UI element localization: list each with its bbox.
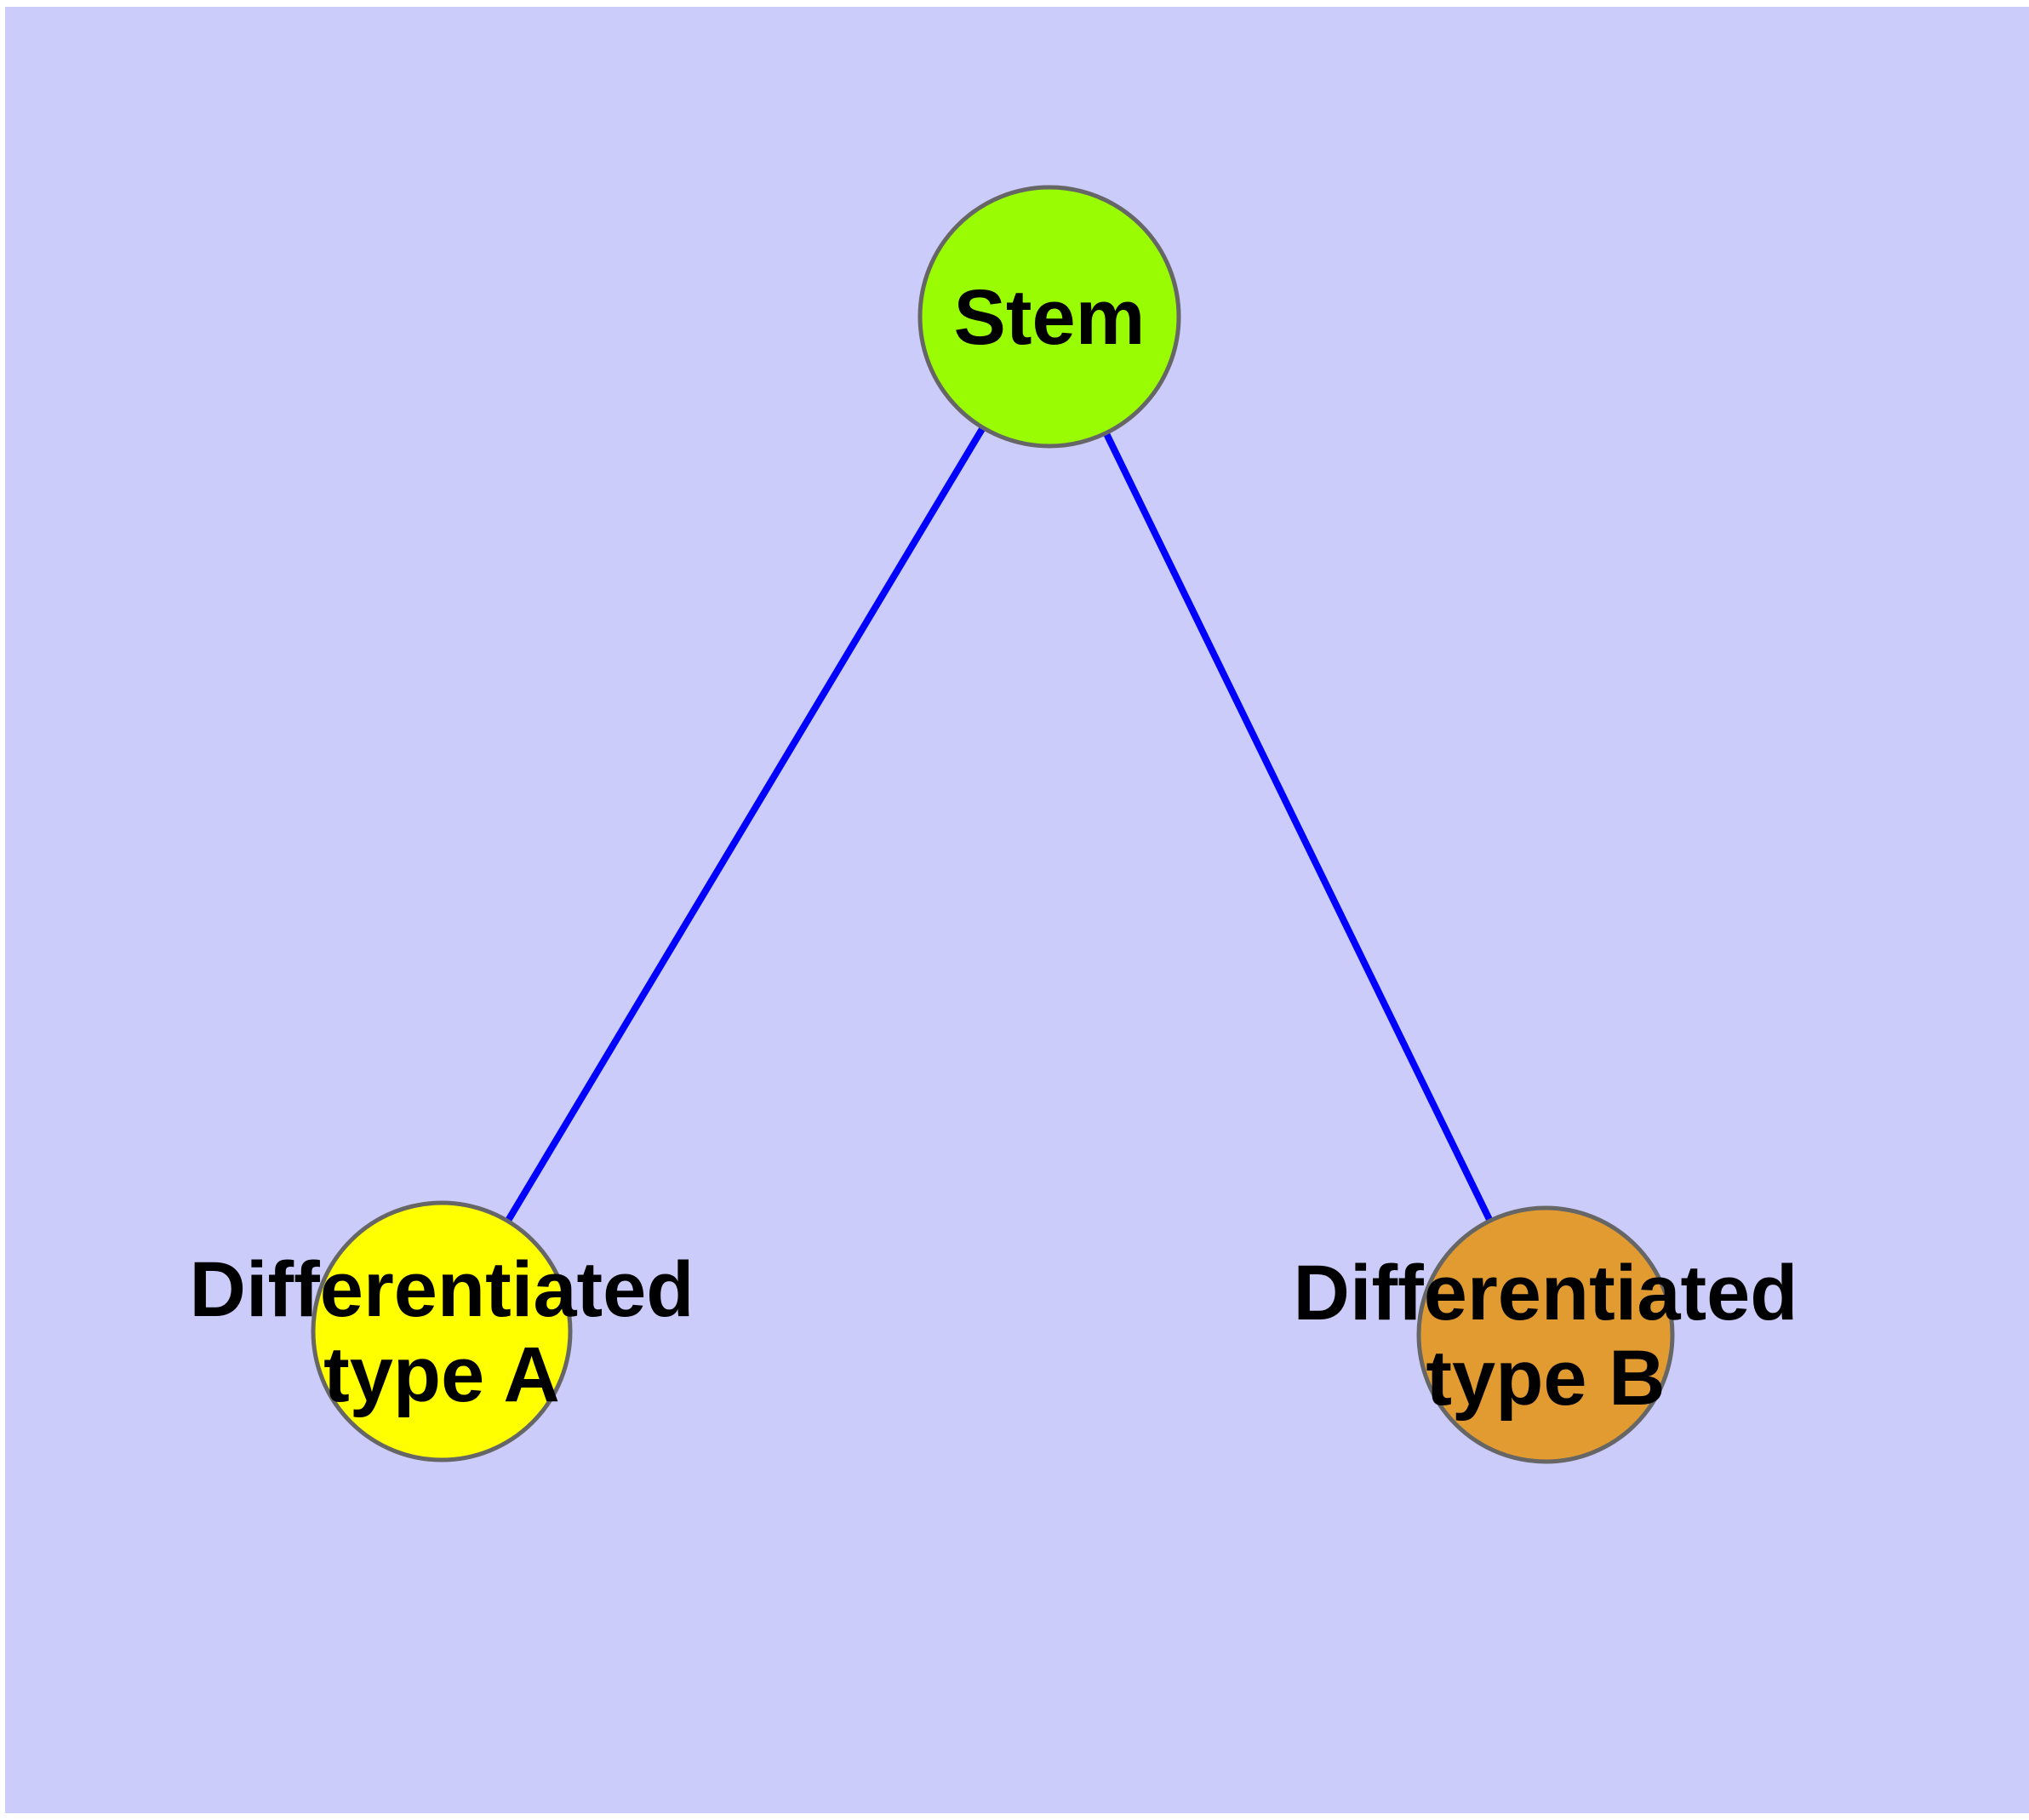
graph-node-diff-b[interactable] (1416, 1205, 1675, 1464)
node-label-line: type A (323, 1331, 560, 1418)
node-layer (311, 185, 1675, 1464)
node-label-line: Differentiated (190, 1246, 694, 1333)
graph-node-label-stem: Stem (954, 274, 1146, 361)
graph-edge-stem-to-diff-a (504, 424, 987, 1225)
graph-edge-stem-to-diff-b (1102, 430, 1495, 1224)
edge-layer (504, 424, 1495, 1225)
graph-node-stem[interactable] (917, 185, 1181, 449)
node-label-line: Differentiated (1294, 1250, 1798, 1336)
node-label-line: type B (1426, 1335, 1665, 1422)
node-label-line: Stem (954, 274, 1146, 361)
graph-node-diff-a[interactable] (311, 1200, 573, 1462)
